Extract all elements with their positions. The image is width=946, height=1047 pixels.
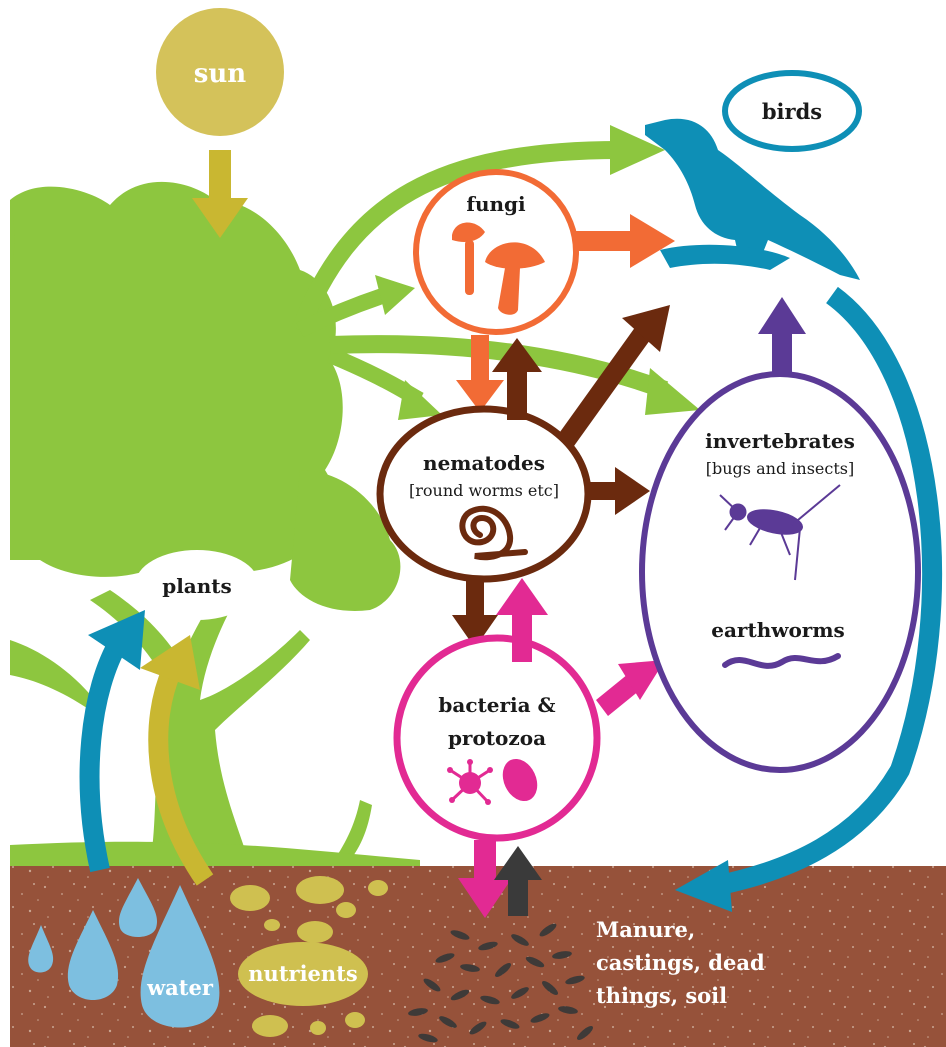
soil-caption-line-2: castings, dead (596, 950, 765, 975)
invertebrates-sublabel: [bugs and insects] (706, 459, 854, 478)
nematodes-sublabel: [round worms etc] (409, 481, 559, 500)
fungi-label: fungi (466, 192, 526, 216)
nutrients-label: nutrients (248, 961, 357, 986)
bacteria-node: bacteria & protozoa (397, 638, 597, 838)
birds-label: birds (762, 99, 822, 124)
soil-caption-line-3: things, soil (596, 983, 727, 1008)
birds-node: birds (725, 73, 859, 149)
invertebrates-label: invertebrates (705, 429, 855, 453)
invertebrates-to-birds-arrow (758, 297, 806, 376)
plants-node: plants (135, 550, 259, 620)
invertebrates-node: invertebrates [bugs and insects] earthwo… (642, 374, 918, 770)
tree-illustration (10, 182, 420, 866)
bacteria-label-2: protozoa (448, 726, 546, 750)
nematodes-label: nematodes (423, 451, 545, 475)
nematodes-to-invertebrates-arrow (590, 467, 650, 515)
nematodes-node: nematodes [round worms etc] (380, 409, 588, 579)
water-label: water (146, 975, 214, 1000)
water-to-plants-arrow (88, 610, 145, 870)
earthworms-label: earthworms (711, 618, 845, 642)
bacteria-to-invertebrates-arrow (596, 660, 665, 716)
bacteria-label-1: bacteria & (438, 693, 555, 717)
fungi-node: fungi (416, 172, 576, 332)
sun-label: sun (194, 59, 247, 89)
fungi-to-birds-arrow (575, 214, 675, 268)
plants-label: plants (162, 574, 232, 598)
soil-caption-line-1: Manure, (596, 917, 695, 942)
sun-node: sun (156, 8, 284, 136)
